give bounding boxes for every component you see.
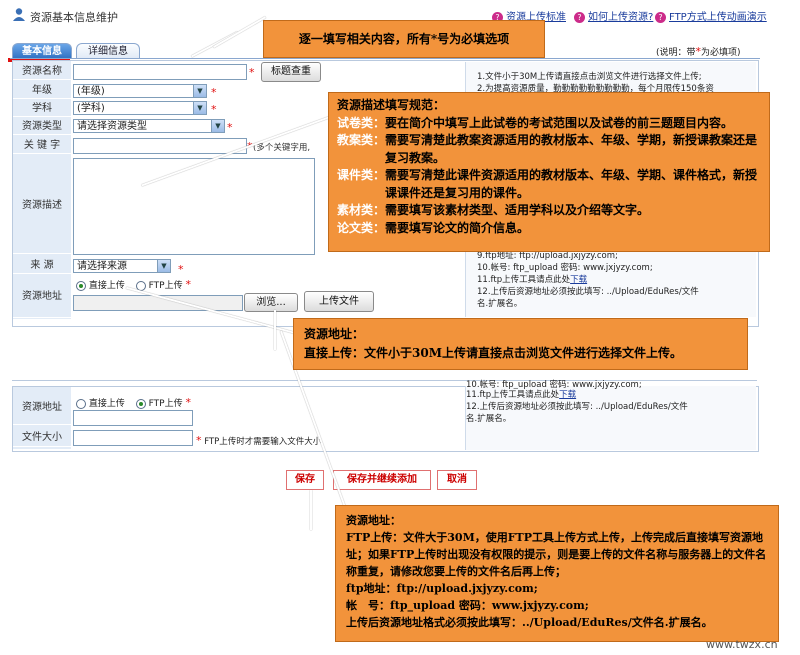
title-check-button[interactable]: 标题查重 [261,62,321,82]
lower-notes: 10.帐号: ftp_upload 密码: www.jxjyzy.com; 11… [466,379,751,425]
note-line: 2.为提高资源质量，勤勤勤勤勤勤勤勤勤，每个月限传150条资 [477,84,714,93]
note-line: 名.扩展名。 [477,299,523,309]
save-continue-button[interactable]: 保存并继续添加 [333,470,431,490]
required-star: * [227,121,233,134]
radio-ftp-upload[interactable] [135,398,146,409]
download-link[interactable]: 下载 [559,390,577,400]
required-star: * [185,278,191,291]
callout-ftp-line: ftp地址：ftp://upload.jxjyzy.com; [346,582,538,595]
required-star: * [178,263,184,276]
note-line: 9.ftp地址: ftp://upload.jxjyzy.com; [477,251,618,261]
source-select[interactable]: 请选择来源▼ [73,259,171,273]
description-textarea[interactable] [73,158,315,255]
radio-direct-upload[interactable] [76,280,86,291]
label-file-size: 文件大小 [13,430,71,447]
radio-ftp-label: FTP上传 [148,399,183,409]
label-keywords: 关 键 字 [13,138,71,154]
callout-title: 资源描述填写规范： [337,98,446,112]
callout-direct-upload: 资源地址： 直接上传：文件小于30M上传请直接点击浏览文件进行选择文件上传。 [293,318,748,370]
link-how-to-upload[interactable]: ?如何上传资源? [574,8,653,23]
note-line: 11.ftp上传工具请点此处下载 [466,390,577,400]
resource-type-select[interactable]: 请选择资源类型▼ [73,119,225,133]
callout-rule-material: 素材类：需要填写该素材类型、适用学科以及介绍等文字。 [337,203,650,217]
callout-ftp-upload: 资源地址： FTP上传：文件大于30M，使用FTP工具上传方式上传，上传完成后直… [335,505,779,642]
label-resource-address-lower: 资源地址 [13,392,71,425]
callout-rule-exam: 试卷类：要在简介中填写上此试卷的考试范围以及试卷的前三题题目内容。 [337,115,734,130]
label-resource-type: 资源类型 [13,119,71,135]
callout-fill-required: 逐一填写相关内容，所有*号为必填选项 [263,20,545,58]
note-line: 11.ftp上传工具请点此处下载 [477,275,588,285]
label-grade: 年级 [13,83,71,99]
chevron-down-icon: ▼ [211,120,224,132]
callout-ftp-line: FTP上传：文件大于30M，使用FTP工具上传方式上传，上传完成后直接填写资源地… [346,531,767,578]
upload-file-button[interactable]: 上传文件 [304,291,374,312]
cancel-button[interactable]: 取消 [437,470,477,490]
chevron-down-icon: ▼ [193,102,206,114]
required-star: * [211,86,217,99]
pointer-line [310,490,312,530]
notes-mid: 9.ftp地址: ftp://upload.jxjyzy.com; 10.帐号:… [477,250,752,310]
help-icon: ? [655,11,666,23]
download-link[interactable]: 下载 [570,275,588,285]
radio-direct-label: 直接上传 [88,399,125,409]
file-size-hint: * FTP上传时才需要输入文件大小 [196,434,322,447]
note-line: 10.帐号: ftp_upload 密码: www.jxjyzy.com; [477,263,653,273]
label-resource-address: 资源地址 [13,277,71,318]
chevron-down-icon: ▼ [157,260,170,272]
note-line: 12.上传后资源地址必须按此填写: ../Upload/EduRes/文件 [466,402,688,412]
save-button[interactable]: 保存 [286,470,324,490]
label-description: 资源描述 [13,158,71,254]
keywords-input[interactable] [73,138,247,154]
user-icon [12,7,26,21]
callout-title: 资源地址： [304,327,365,341]
resource-name-input[interactable] [73,64,247,80]
callout-title: 资源地址： [346,514,401,527]
lower-notes-panel [465,386,756,450]
callout-ftp-line: 上传后资源地址格式必须按此填写：../Upload/EduRes/文件名.扩展名… [346,616,713,629]
grade-select[interactable]: (年级)▼ [73,84,207,98]
keywords-hint: (多个关键字用, [253,143,311,153]
upload-mode-radios-lower: 直接上传 FTP上传 * [76,396,191,409]
label-source: 来 源 [13,258,71,274]
tab-basic-info[interactable]: 基本信息 [12,43,72,59]
callout-rule-paper: 论文类：需要填写论文的简介信息。 [337,220,530,235]
note-line: 1.文件小于30M上传请直接点击浏览文件进行选择文件上传; [477,72,702,82]
link-upload-standard[interactable]: ?资源上传标准 [492,8,566,23]
help-icon: ? [574,11,585,23]
note-line: 12.上传后资源地址必须按此填写: ../Upload/EduRes/文件 [477,287,699,297]
watermark: www.twzx.cn [706,638,778,651]
required-star: * [211,103,217,116]
resource-address-input[interactable] [73,410,193,426]
callout-rule-lesson-plan: 教案类：需要写清楚此教案资源适用的教材版本、年级、学期，新授课教案还是复习教案。 [337,133,758,165]
callout-ftp-line: 帐 号：ftp_upload 密码：www.jxjyzy.com; [346,599,589,612]
page-title: 资源基本信息维护 [30,11,118,24]
lower-divider [12,380,757,381]
callout-rule-courseware: 课件类：需要写清楚此课件资源适用的教材版本、年级、学期、课件格式，新授课课件还是… [337,168,758,200]
callout-description-rules: 资源描述填写规范： 试卷类：要在简介中填写上此试卷的考试范围以及试卷的前三题题目… [328,92,770,252]
chevron-down-icon: ▼ [193,85,206,97]
callout-direct-upload-text: 直接上传：文件小于30M上传请直接点击浏览文件进行选择文件上传。 [304,346,683,360]
help-icon: ? [492,11,503,23]
file-size-input[interactable] [73,430,193,446]
radio-ftp-label: FTP上传 [148,281,183,291]
required-legend: (说明：带*为必填项) [656,45,741,58]
tab-divider [10,58,760,59]
notes-top: 1.文件小于30M上传请直接点击浏览文件进行选择文件上传; 2.为提高资源质量，… [477,71,752,93]
required-star: * [185,396,191,409]
note-line: 名.扩展名。 [466,414,512,424]
required-star: * [249,66,255,79]
radio-direct-label: 直接上传 [88,281,125,291]
label-subject: 学科 [13,101,71,117]
link-ftp-demo[interactable]: ?FTP方式上传动画演示 [655,8,767,23]
pointer-line [274,310,276,350]
note-line: 10.帐号: ftp_upload 密码: www.jxjyzy.com; [466,380,642,389]
label-resource-name: 资源名称 [13,64,71,80]
browse-button[interactable]: 浏览... [244,293,298,312]
tab-detail-info[interactable]: 详细信息 [76,43,140,59]
radio-direct-upload[interactable] [76,398,86,409]
subject-select[interactable]: (学科)▼ [73,101,207,115]
